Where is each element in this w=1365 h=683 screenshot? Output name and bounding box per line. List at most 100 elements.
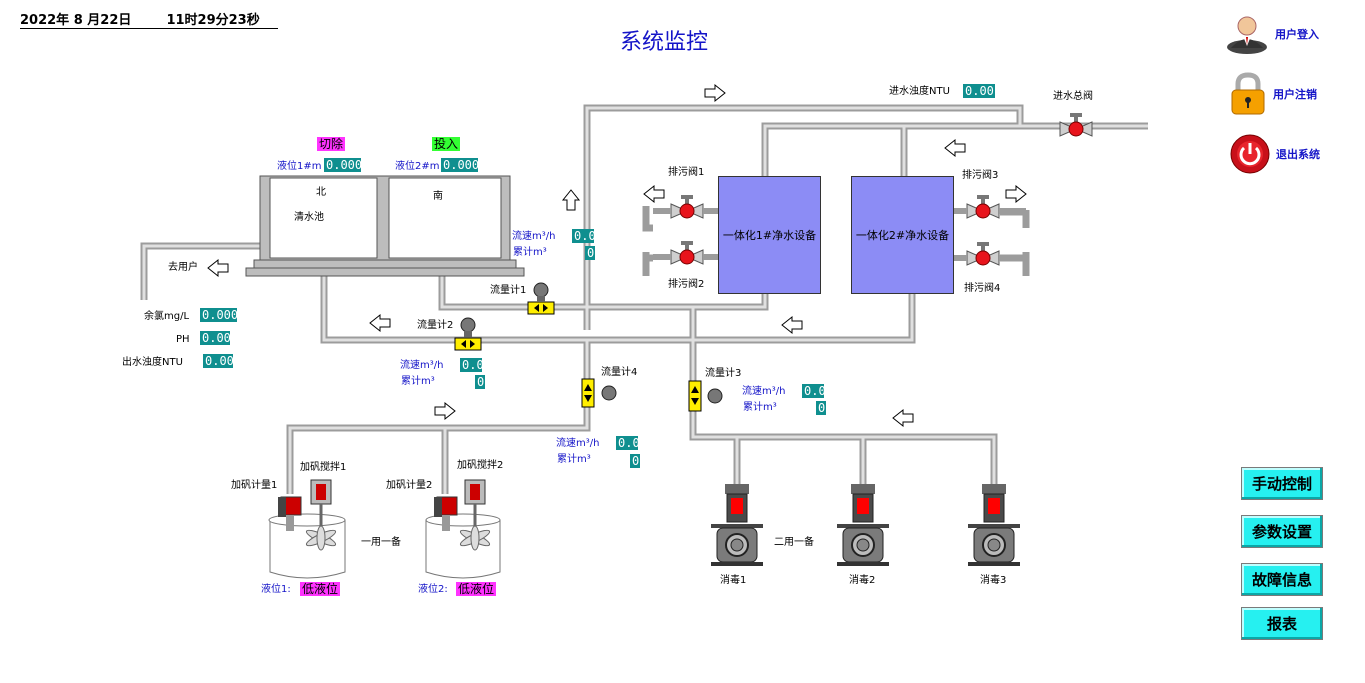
drain-valve-4-label: 排污阀4 [964,283,1001,294]
flowmeter-3-total-label: 累计m³ [743,402,777,413]
disinfection-pump-1-icon [710,483,764,567]
flowmeter-1-total-label: 累计m³ [513,247,547,258]
disinfection-3-label: 消毒3 [980,575,1007,586]
flowmeter-3-icon [688,380,723,412]
purification-unit-2[interactable]: 一体化2#净水设备 [851,176,954,294]
dosing-level-2-label: 液位2: [418,584,448,595]
user-login-button[interactable]: 用户登入 [1225,14,1319,54]
drain-valve-4-icon [966,241,1000,266]
drain-valve-1-label: 排污阀1 [668,167,705,178]
main-inlet-valve-label: 进水总阀 [1053,91,1093,102]
clear-water-pool-label: 清水池 [294,212,324,223]
drain-valve-3-icon [966,194,1000,219]
flowmeter-1-icon [527,282,555,315]
page-title: 系统监控 [620,30,709,55]
user-login-label: 用户登入 [1275,28,1319,41]
manual-control-button[interactable]: 手动控制 [1241,467,1323,500]
ph-value: 0.00 [200,331,231,345]
date-time-bar: 2022年 8 月22日 11时29分23秒 [20,9,278,29]
flowmeter-2-rate-value: 0.0 [460,358,484,372]
flowmeter-4-rate-value: 0.0 [616,436,640,450]
inlet-turbidity-value: 0.00 [963,84,995,98]
flow-arrow-up [562,189,580,211]
report-button[interactable]: 报表 [1241,607,1323,640]
drain-valve-1-icon [670,194,704,219]
disinfection-1-label: 消毒1 [720,575,747,586]
tank-level-2-label: 液位2#m [395,161,440,172]
residual-chlorine-value: 0.000 [200,308,239,322]
flowmeter-4-label: 流量计4 [601,367,638,378]
tank-cut-status[interactable]: 切除 [317,137,346,151]
disinfection-pump-2-icon [836,483,890,567]
tank-north-label: 北 [316,187,326,198]
flow-arrow-left [369,314,391,332]
flow-arrow-left [643,185,665,203]
residual-chlorine-label: 余氯mg/L [144,311,190,322]
dosing-meter-1-label: 加矾计量1 [231,480,278,491]
flowmeter-4-icon [581,378,617,408]
current-time: 11时29分23秒 [166,13,260,28]
flowmeter-3-total-value: 0 [816,401,826,415]
disinfection-pump-3-icon [967,483,1021,567]
dosing-meter-2-label: 加矾计量2 [386,480,433,491]
flowmeter-2-icon [454,317,482,351]
flowmeter-2-rate-label: 流速m³/h [400,360,444,371]
parameter-settings-button[interactable]: 参数设置 [1241,515,1323,548]
flow-arrow-left [781,316,803,334]
dosing-tank-2 [425,479,501,579]
main-inlet-valve-icon [1059,112,1093,137]
flowmeter-2-total-value: 0 [475,375,485,389]
flow-arrow-left [944,139,966,157]
flowmeter-2-label: 流量计2 [417,320,454,331]
dosing-level-1-label: 液位1: [261,584,291,595]
exit-system-button[interactable]: 退出系统 [1230,134,1320,174]
flow-arrow-right [704,84,726,102]
user-logout-label: 用户注销 [1273,88,1317,101]
flowmeter-3-label: 流量计3 [705,368,742,379]
inlet-turbidity-label: 进水浊度NTU [889,86,950,97]
drain-valve-2-label: 排污阀2 [668,279,705,290]
flowmeter-1-rate-value: 0.0 [572,229,596,243]
flowmeter-2-total-label: 累计m³ [401,376,435,387]
disinfection-2-label: 消毒2 [849,575,876,586]
current-date: 2022年 8 月22日 [20,13,132,28]
flowmeter-1-rate-label: 流速m³/h [512,231,556,242]
tank-south-label: 南 [433,191,443,202]
power-icon [1230,134,1270,174]
fault-info-button[interactable]: 故障信息 [1241,563,1323,596]
flowmeter-3-rate-label: 流速m³/h [742,386,786,397]
lock-icon [1231,72,1265,115]
outlet-turbidity-value: 0.00 [203,354,234,368]
tank-level-1-label: 液位1#m [277,161,322,172]
outlet-turbidity-label: 出水浊度NTU [122,357,183,368]
ph-label: PH [176,334,190,345]
drain-valve-2-icon [670,240,704,265]
dosing-standby-label: 一用一备 [361,537,401,548]
dosing-level-1-state: 低液位 [300,582,341,596]
flow-arrow-left [207,259,229,277]
clear-water-tank [245,175,525,277]
flowmeter-4-total-label: 累计m³ [557,454,591,465]
flowmeter-3-rate-value: 0.0 [802,384,826,398]
flowmeter-1-total-value: 0 [585,246,595,260]
flowmeter-1-label: 流量计1 [490,285,527,296]
dosing-mixer-2-label: 加矾搅拌2 [457,460,504,471]
flow-arrow-right [434,402,456,420]
tank-level-2-value: 0.000 [441,158,480,172]
user-logout-button[interactable]: 用户注销 [1229,72,1317,116]
flow-arrow-right [1005,185,1027,203]
dosing-tank-1 [268,479,346,579]
flowmeter-4-rate-label: 流速m³/h [556,438,600,449]
exit-system-label: 退出系统 [1276,148,1320,161]
to-user-label: 去用户 [168,262,198,273]
tank-level-1-value: 0.000 [324,158,363,172]
drain-valve-3-label: 排污阀3 [962,170,999,181]
dosing-mixer-1-label: 加矾搅拌1 [300,462,347,473]
tank-on-status[interactable]: 投入 [432,137,461,151]
user-avatar-icon [1227,16,1267,54]
dosing-level-2-state: 低液位 [456,582,497,596]
purification-unit-1[interactable]: 一体化1#净水设备 [718,176,821,294]
disinfection-standby-label: 二用一备 [774,537,814,548]
flowmeter-4-total-value: 0 [630,454,640,468]
